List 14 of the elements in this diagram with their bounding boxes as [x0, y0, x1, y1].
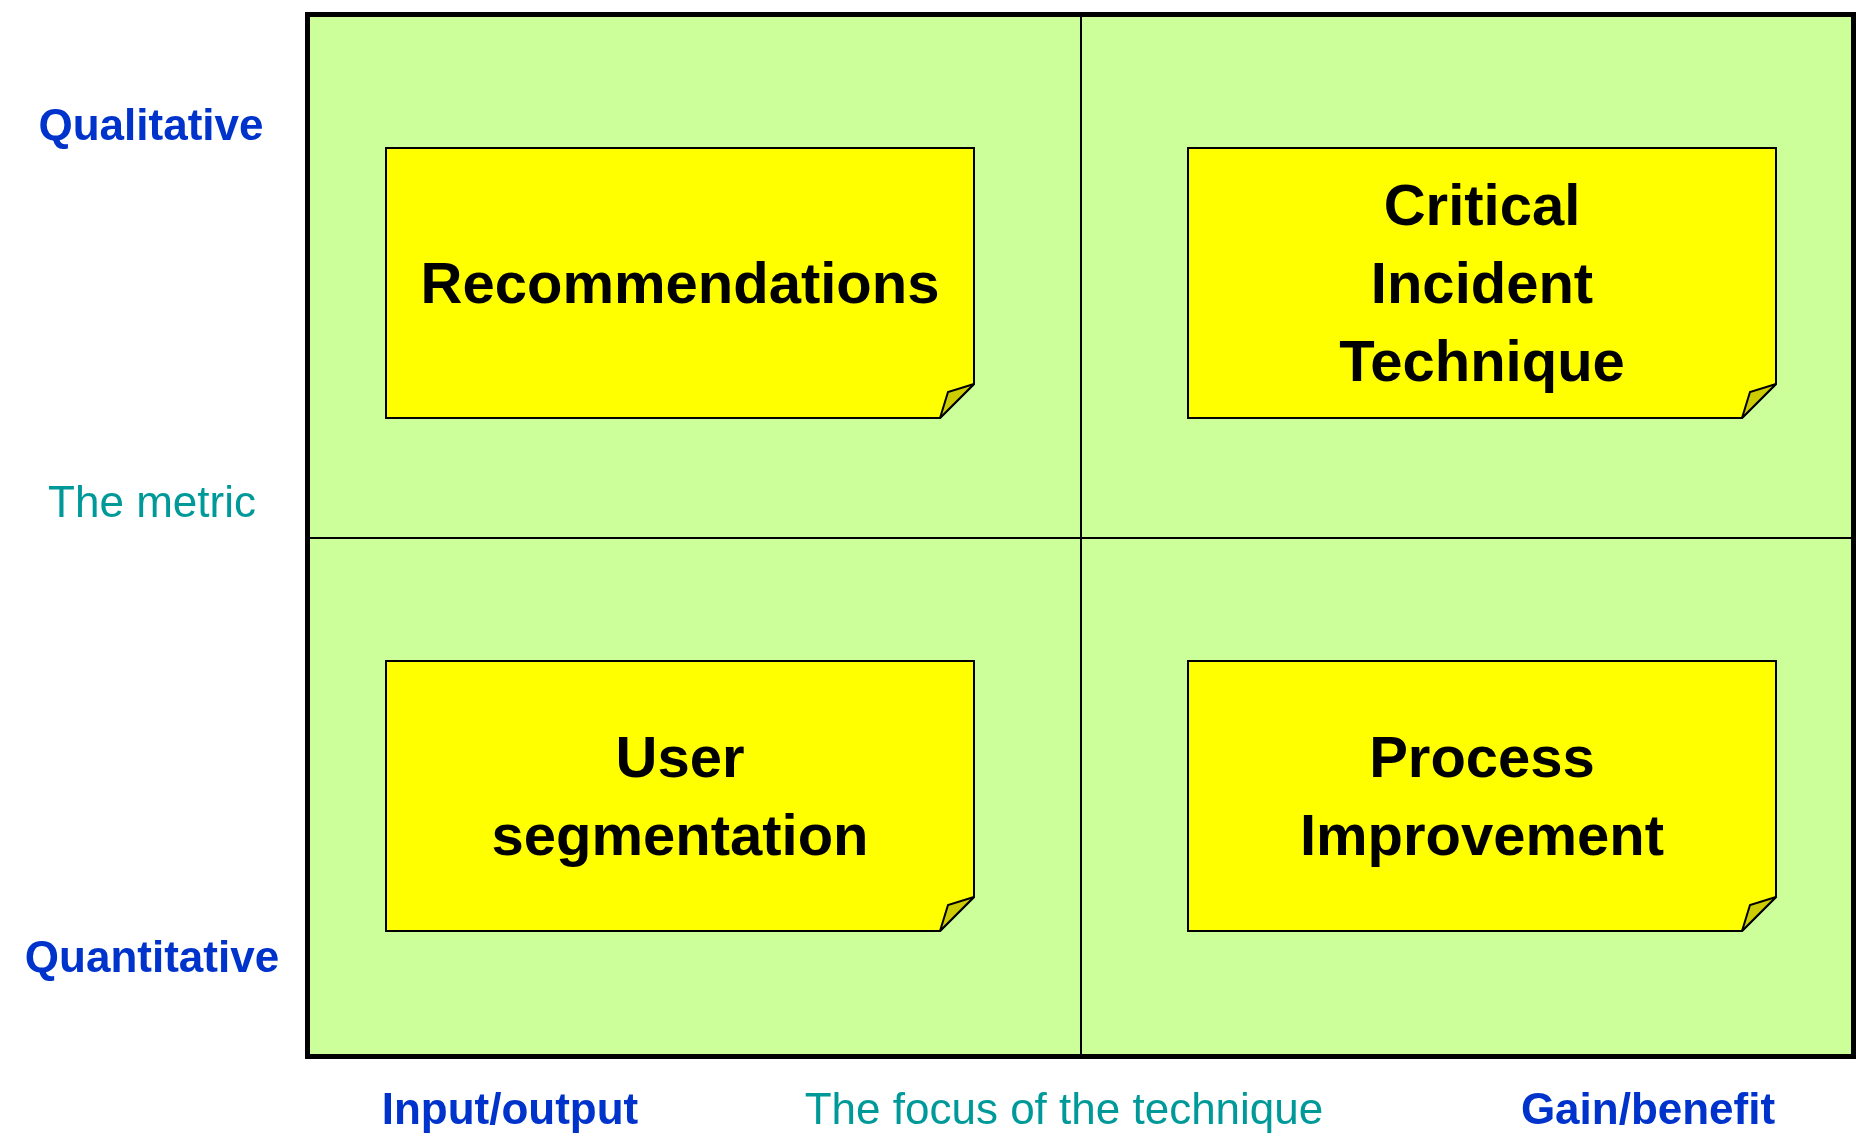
- axis-title: The focus of the technique: [804, 1084, 1324, 1134]
- axis-label: Qualitative: [38, 100, 264, 150]
- sticky-note: [385, 660, 975, 932]
- note-text: Critical Incident Technique: [1338, 171, 1626, 395]
- axis-label: Gain/benefit: [1520, 1084, 1776, 1134]
- axis-title: The metric: [48, 477, 256, 527]
- note-text: Process Improvement: [1298, 723, 1666, 869]
- note-text: Recommendations: [420, 249, 940, 317]
- sticky-note: [1187, 147, 1777, 419]
- sticky-note: [1187, 660, 1777, 932]
- note-text: User segmentation: [490, 723, 870, 869]
- axis-label: Input/output: [381, 1084, 639, 1134]
- axis-label: Quantitative: [24, 932, 280, 982]
- sticky-note: [385, 147, 975, 419]
